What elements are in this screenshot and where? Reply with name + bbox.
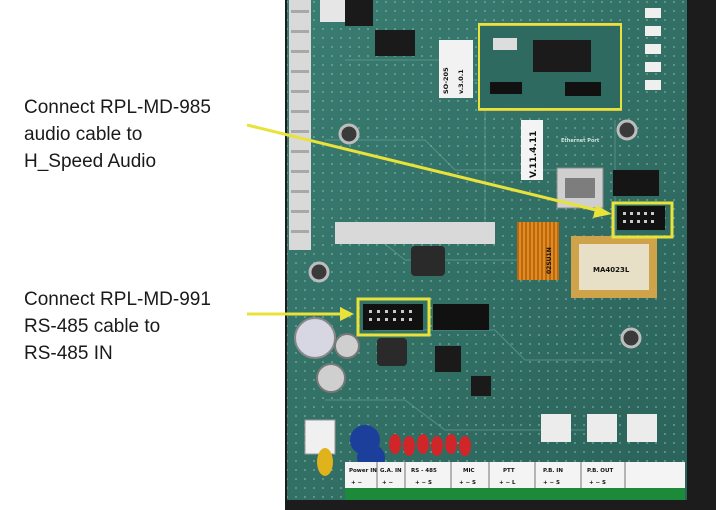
sticker-text: 02SU1N xyxy=(546,247,553,274)
terminal-label-rs485: RS - 485 xyxy=(411,468,437,474)
circuit-board-photo: SO-205 v.3.0.1 V.11.4.11 Ethernet Port 0… xyxy=(285,0,716,510)
terminal-label-ga: G.A. IN xyxy=(380,468,402,474)
terminal-label-pb-in: P.B. IN xyxy=(543,468,563,474)
terminal-signs-ptt: + − L xyxy=(499,480,516,486)
module-label: SO-205 xyxy=(442,67,450,94)
callout-line: Connect RPL-MD-985 xyxy=(24,97,211,118)
terminal-signs-ga: + − xyxy=(382,480,394,486)
callout-line: H_Speed Audio xyxy=(24,151,157,172)
ethernet-label: Ethernet Port xyxy=(561,138,600,144)
board-version-label: V.11.4.11 xyxy=(529,131,539,178)
terminal-signs-mic: + − S xyxy=(459,480,476,486)
terminal-signs-rs485: + − S xyxy=(415,480,432,486)
terminal-signs-pb-in: + − S xyxy=(543,480,560,486)
terminal-label-pb-out: P.B. OUT xyxy=(587,468,613,474)
callout-rs485-in: Connect RPL-MD-991 RS-485 cable to RS-48… xyxy=(24,286,211,367)
callout-line: audio cable to xyxy=(24,124,143,145)
callout-h-speed-audio: Connect RPL-MD-985 audio cable to H_Spee… xyxy=(24,94,211,175)
transformer-label: MA4023L xyxy=(593,266,630,274)
callout-line: RS-485 IN xyxy=(24,343,113,364)
terminal-signs-power: + − xyxy=(351,480,363,486)
terminal-label-ptt: PTT xyxy=(503,468,515,474)
terminal-signs-pb-out: + − S xyxy=(589,480,606,486)
terminal-label-mic: MIC xyxy=(463,468,475,474)
terminal-label-power: Power IN xyxy=(349,468,377,474)
module-version: v.3.0.1 xyxy=(457,69,465,94)
callout-line: RS-485 cable to xyxy=(24,316,161,337)
callout-line: Connect RPL-MD-991 xyxy=(24,289,211,310)
